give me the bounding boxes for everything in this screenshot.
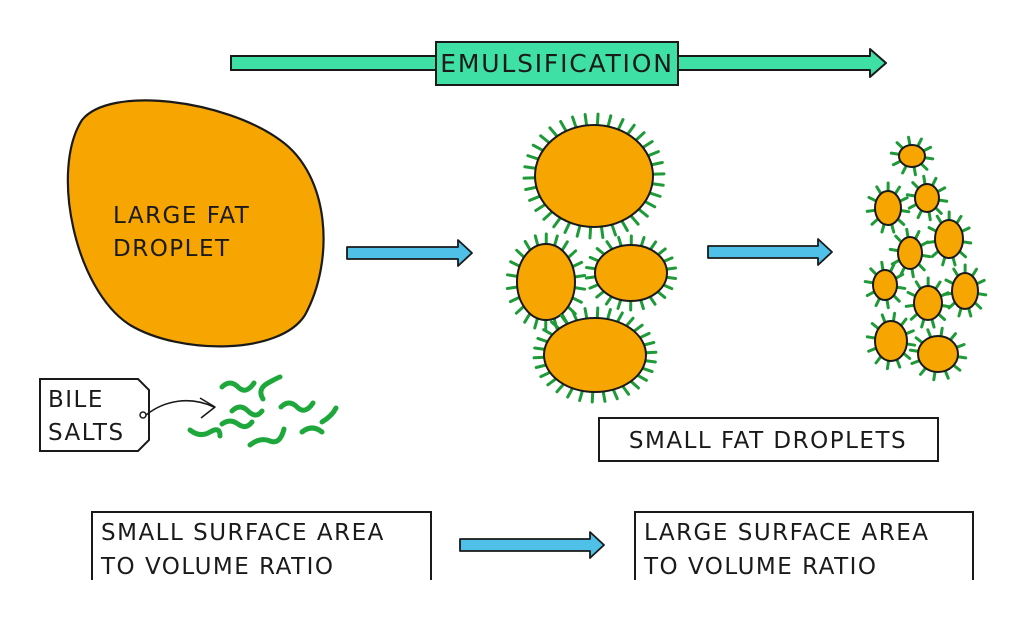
large-droplet-label-line2: DROPLET [113,236,231,262]
bile-salt-squiggle [322,408,336,422]
fat-droplet-body [914,286,942,320]
bile-salt-squiggle [261,377,280,399]
bile-salt-molecules [190,377,336,445]
bile-salts-tag: BILE SALTS [40,379,215,451]
fat-droplet [906,278,950,327]
large-fat-droplet: LARGE FAT DROPLET [68,100,324,346]
fat-droplet [944,265,986,316]
fat-droplet-body [595,245,667,301]
emulsification-label: EMULSIFICATION [440,49,673,78]
large-droplet-label-line1: LARGE FAT [113,203,250,229]
bile-pointer-line [146,401,214,415]
fat-droplet [910,328,965,379]
bile-salt-squiggle [222,383,254,390]
fat-droplet-body [899,145,925,167]
bile-pointer-arrowhead [200,398,215,418]
ratio-small-box: SMALL SURFACE AREA TO VOLUME RATIO [92,512,431,580]
fat-droplet-body [875,191,901,225]
fat-droplet [865,262,905,307]
fat-droplet [891,137,933,174]
bile-salt-squiggle [281,403,313,410]
ratio-small-line1: SMALL SURFACE AREA [101,520,385,546]
fat-droplet [586,236,675,310]
fat-droplet-body [915,184,939,212]
fat-droplet-body [952,273,978,309]
bile-salt-squiggle [222,421,252,427]
fat-droplet [867,313,914,368]
fat-droplet-body [898,237,922,269]
fat-droplet-body [875,321,907,361]
fat-droplet [867,183,909,232]
arrow-ratio [460,532,604,558]
ratio-large-line1: LARGE SURFACE AREA [644,520,929,546]
arrow-large-to-medium [347,240,472,266]
bile-salts-label-line2: SALTS [48,420,125,446]
fat-droplet-body [873,270,897,300]
bile-salt-squiggle [302,428,322,432]
fat-droplet [890,229,930,276]
fat-droplet-body [535,125,653,227]
small-droplets-label: SMALL FAT DROPLETS [629,428,907,454]
emulsification-arrow: EMULSIFICATION [231,42,886,85]
fat-droplet-body [935,220,963,258]
fat-droplet-body [918,336,958,372]
ratio-large-line2: TO VOLUME RATIO [643,554,878,580]
bile-salt-squiggle [250,429,284,445]
arrow-medium-to-small [708,239,832,265]
ratio-large-box: LARGE SURFACE AREA TO VOLUME RATIO [635,512,973,580]
fat-droplet [534,308,656,402]
fat-droplet [524,114,664,238]
fat-droplet-body [544,318,646,392]
bile-salt-squiggle [190,430,220,436]
bile-salts-label-line1: BILE [48,387,104,413]
fat-droplet [927,212,971,265]
bile-salt-squiggle [232,407,262,415]
fat-droplet-body [517,244,575,320]
ratio-small-line2: TO VOLUME RATIO [100,554,335,580]
fat-droplet [907,176,947,219]
